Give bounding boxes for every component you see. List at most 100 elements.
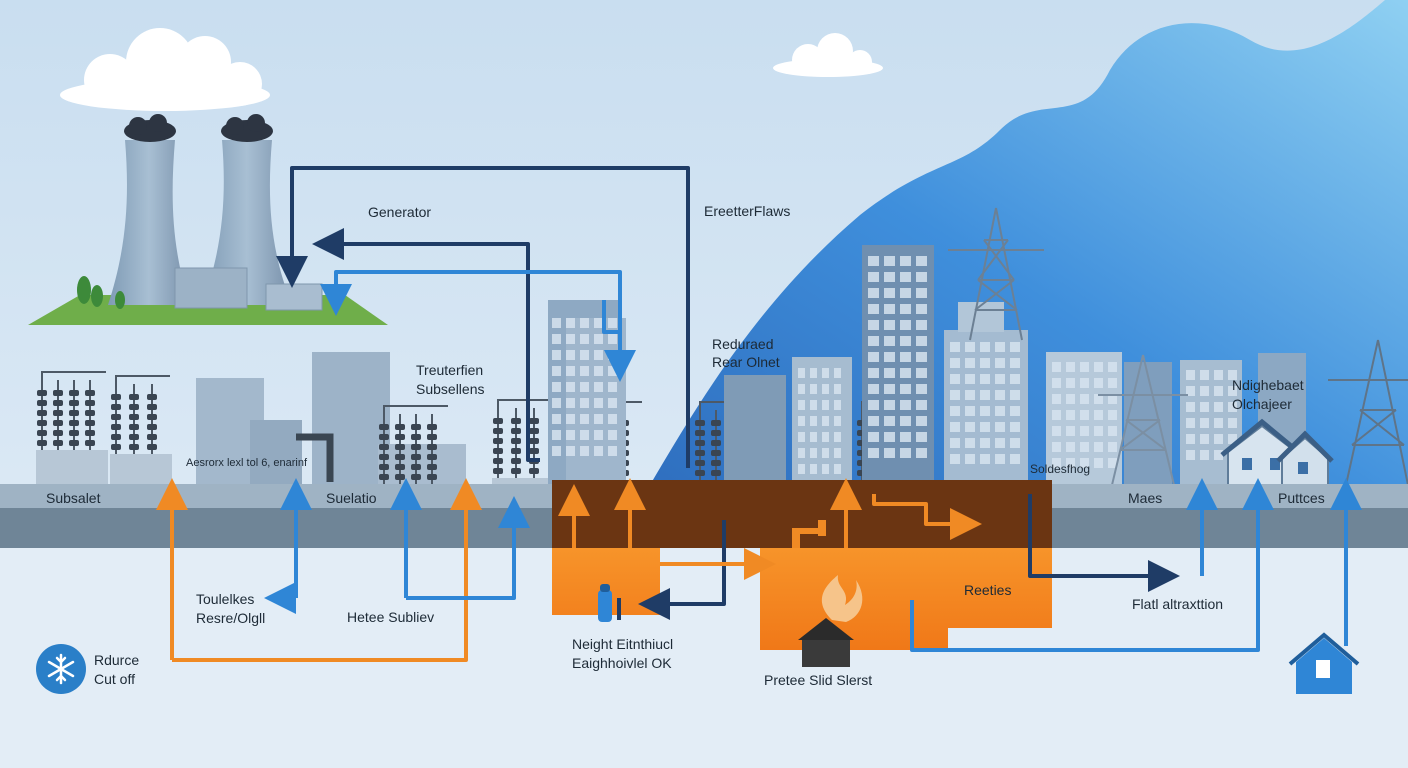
building-window [566, 350, 575, 360]
building-window [950, 438, 960, 448]
building-window [868, 352, 879, 362]
building-window [900, 320, 911, 330]
cooling-tower-icon [202, 114, 292, 305]
pipe [296, 433, 334, 482]
building-window [608, 398, 617, 408]
building-window [868, 384, 879, 394]
building-window [868, 400, 879, 410]
transmission-tower-icon [1328, 339, 1408, 486]
label-reduced-rear-outlet-1: Reduraed [712, 336, 774, 352]
insulator [85, 380, 95, 450]
building-window [868, 320, 879, 330]
insulator [69, 380, 79, 450]
building-window [1200, 450, 1209, 460]
house-icon [1276, 430, 1334, 487]
house-icon [1220, 418, 1304, 487]
building-window [810, 464, 817, 474]
building-window [580, 318, 589, 328]
building-window [1200, 370, 1209, 380]
building-window [900, 400, 911, 410]
building-window [1066, 394, 1075, 404]
building-window [834, 368, 841, 378]
building-window [834, 464, 841, 474]
building-window [1010, 374, 1020, 384]
building-window [594, 414, 603, 424]
building-window [834, 432, 841, 442]
building-window [552, 446, 561, 456]
building-window [1108, 394, 1117, 404]
building-window [1080, 442, 1089, 452]
building-window [822, 416, 829, 426]
building-window [1066, 378, 1075, 388]
building-window [900, 304, 911, 314]
insulator-wire [383, 405, 448, 414]
building-window [1080, 362, 1089, 372]
building-window [552, 398, 561, 408]
building-window [594, 366, 603, 376]
building-window [916, 400, 927, 410]
building-window [1052, 394, 1061, 404]
building-window [1186, 450, 1195, 460]
insulator [695, 410, 705, 480]
label-trouble-kes-1: Toulelkes [196, 591, 255, 607]
building-window [1080, 458, 1089, 468]
tree-group [77, 276, 125, 309]
label-generator: Generator [368, 204, 432, 220]
building-window [1186, 402, 1195, 412]
building-window [798, 464, 805, 474]
building-window [900, 416, 911, 426]
building-window [1052, 426, 1061, 436]
building-window [916, 352, 927, 362]
building-window [1214, 418, 1223, 428]
building-window [594, 334, 603, 344]
building-window [594, 318, 603, 328]
building-window [1052, 442, 1061, 452]
label-neighborhood-exchange-1: Ndighebaet [1232, 377, 1304, 393]
building-window [995, 406, 1005, 416]
flow-arrow [320, 270, 622, 360]
building-window [608, 446, 617, 456]
building-window [566, 382, 575, 392]
label-trouble-kes-2: Resre/Olgll [196, 610, 266, 626]
building-window [980, 454, 990, 464]
building-window [868, 448, 879, 458]
flame-icon [821, 575, 863, 622]
building-window [1052, 410, 1061, 420]
wrench-icon [792, 520, 826, 548]
building-window [1108, 442, 1117, 452]
building-window [822, 432, 829, 442]
label-reduced-rear-outlet-2: Rear Olnet [712, 354, 780, 370]
building-window [1228, 402, 1237, 412]
flow-arrow [638, 520, 726, 620]
building-window [916, 288, 927, 298]
building-window [834, 416, 841, 426]
building-window [900, 448, 911, 458]
building-window [580, 334, 589, 344]
building-window [552, 366, 561, 376]
building-window [900, 432, 911, 442]
insulator [129, 384, 139, 454]
building-window [1108, 410, 1117, 420]
building-window [916, 384, 927, 394]
building-window [566, 398, 575, 408]
substation-building [250, 420, 302, 486]
insulator [53, 380, 63, 450]
building-window [810, 384, 817, 394]
building-window [566, 414, 575, 424]
building-window [810, 400, 817, 410]
building-window [810, 448, 817, 458]
building-window [1108, 426, 1117, 436]
building-window [1010, 438, 1020, 448]
building-window [1228, 434, 1237, 444]
building-window [884, 352, 895, 362]
insulator [37, 380, 47, 450]
building-window [868, 272, 879, 282]
insulator-wire [497, 399, 552, 408]
label-neighbor-note-2: Eaighhoivlel OK [572, 655, 672, 671]
building-window [566, 318, 575, 328]
building-window [868, 368, 879, 378]
city-skyline [548, 245, 1306, 486]
building-window [552, 430, 561, 440]
hot-zone-upper [552, 480, 1052, 548]
